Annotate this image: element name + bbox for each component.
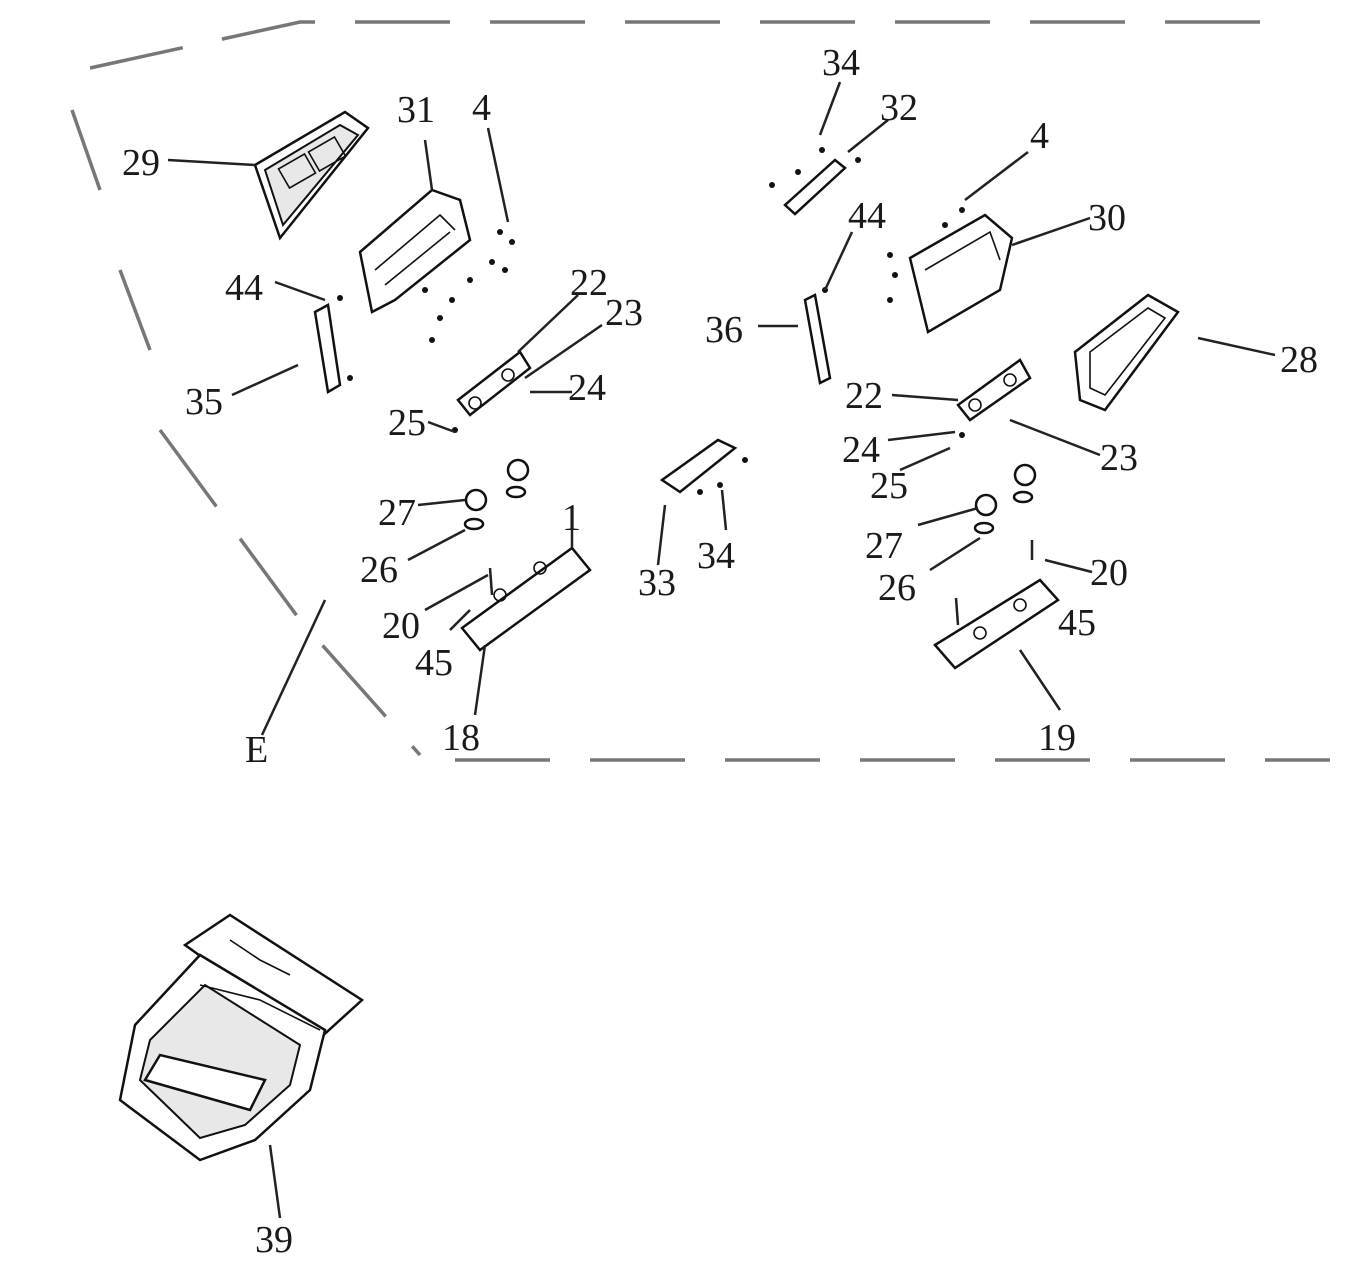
callout-28: 28 [1280, 339, 1318, 381]
callout-27-right: 27 [865, 525, 903, 567]
callout-24-left: 24 [568, 367, 606, 409]
part-28-frame [1073, 293, 1180, 412]
callout-27-left: 27 [378, 492, 416, 534]
callout-22-right: 22 [845, 375, 883, 417]
callout-25-left: 25 [388, 402, 426, 444]
callout-36: 36 [705, 309, 743, 351]
callout-44-right: 44 [848, 195, 886, 237]
part-22-25-clips-left [452, 350, 532, 433]
part-19-plate [933, 540, 1060, 670]
part-36-strip [803, 287, 832, 385]
part-35-strip [313, 295, 353, 394]
part-29-panel [253, 110, 370, 241]
callout-30: 30 [1088, 197, 1126, 239]
callout-31: 31 [397, 89, 435, 131]
part-18-plate [460, 530, 592, 652]
callout-4-left: 4 [472, 87, 491, 129]
callout-20-left: 20 [382, 605, 420, 647]
callout-35: 35 [185, 381, 223, 423]
callout-39: 39 [255, 1219, 293, 1261]
callout-34-upper: 34 [822, 42, 860, 84]
part-27-26-knobs-left [463, 458, 530, 531]
callout-E: E [245, 729, 268, 771]
part-31-housing [358, 188, 515, 343]
callout-labels: 29 31 4 44 35 22 23 24 25 27 26 20 45 1 … [122, 42, 1318, 1261]
group-boundary-dashed [70, 20, 1330, 762]
callout-25-right: 25 [870, 465, 908, 507]
part-39-base [118, 913, 365, 1162]
part-27-26-knobs-right [973, 463, 1037, 535]
callout-23-right: 23 [1100, 437, 1138, 479]
leader-lines [167, 81, 1276, 1219]
callout-23-left: 23 [605, 292, 643, 334]
part-30-housing [887, 207, 1014, 334]
part-32-strip [769, 147, 861, 216]
part-33-bracket [659, 438, 748, 495]
callout-45-right: 45 [1058, 602, 1096, 644]
callout-18: 18 [442, 717, 480, 759]
callout-32: 32 [880, 87, 918, 129]
callout-34-lower: 34 [697, 535, 735, 577]
callout-45-left: 45 [415, 642, 453, 684]
callout-20-right: 20 [1090, 552, 1128, 594]
callout-19: 19 [1038, 717, 1076, 759]
callout-4-right: 4 [1030, 115, 1049, 157]
callout-24-right: 24 [842, 429, 880, 471]
callout-22-left: 22 [570, 262, 608, 304]
callout-26-right: 26 [878, 567, 916, 609]
callout-26-left: 26 [360, 549, 398, 591]
callout-33: 33 [638, 562, 676, 604]
part-22-25-clips-right [956, 358, 1032, 438]
callout-44-left: 44 [225, 267, 263, 309]
callout-29: 29 [122, 142, 160, 184]
callout-1: 1 [562, 497, 581, 539]
